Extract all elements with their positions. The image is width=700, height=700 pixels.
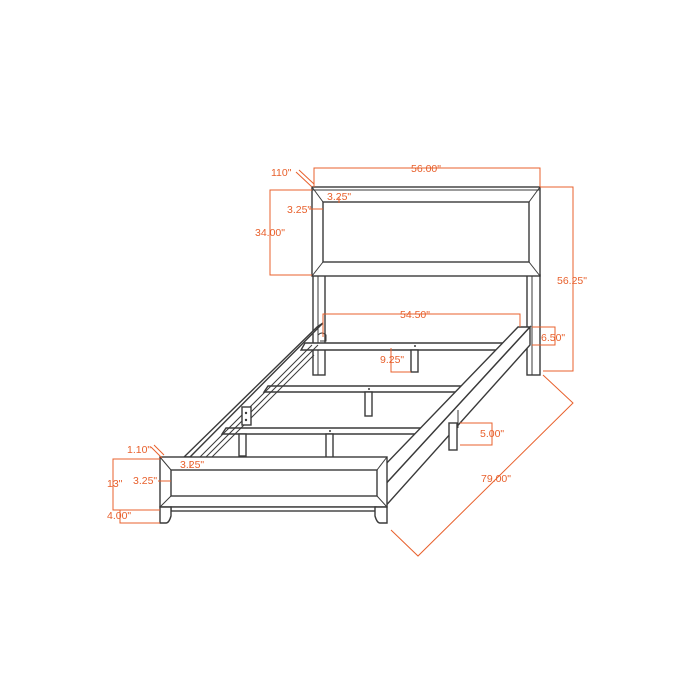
label-footboard-frame-top: 3.25" [180, 459, 204, 471]
label-slat-leg-height: 9.25" [380, 354, 404, 366]
label-footboard-height: 13" [107, 478, 123, 490]
right-side-leg [448, 422, 458, 451]
headboard [311, 186, 541, 376]
left-side-rail [182, 322, 327, 458]
label-headboard-frame-side: 3.25" [287, 204, 311, 216]
label-inner-width: 54.50" [400, 309, 430, 321]
label-headboard-frame-top: 3.25" [327, 191, 351, 203]
label-headboard-bevel: 110" [271, 167, 292, 179]
dimension-lines [112, 167, 574, 557]
footboard-right-leg [374, 506, 388, 524]
label-footboard-frame-side: 3.25" [133, 475, 157, 487]
label-headboard-width: 56.00" [411, 163, 441, 175]
right-side-rail [379, 325, 532, 512]
dimension-labels: 56.00" 110" 3.25" 3.25" 34.00" 56.25" 54… [107, 163, 587, 522]
footboard-left-leg [159, 506, 172, 524]
label-footboard-leg-height: 4.00" [107, 510, 131, 522]
label-total-height: 56.25" [557, 275, 587, 287]
footboard [159, 456, 388, 524]
label-side-leg-height: 5.00" [480, 428, 504, 440]
headboard-right-post [526, 274, 541, 376]
label-length: 79.00" [481, 473, 511, 485]
slats [220, 342, 520, 459]
label-rail-height: 6.50" [541, 332, 565, 344]
label-footboard-bevel: 1.10" [127, 444, 151, 456]
label-headboard-panel-height: 34.00" [255, 227, 285, 239]
